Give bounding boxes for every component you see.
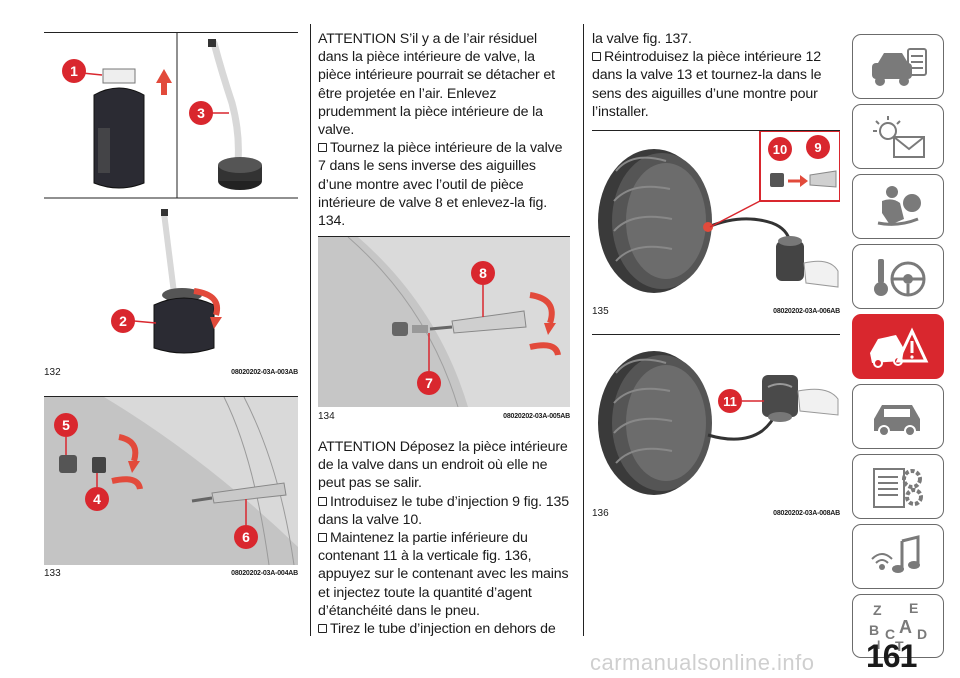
tab-maintenance[interactable] <box>852 384 944 449</box>
car-service-icon <box>874 404 920 437</box>
callout-2: 2 <box>111 309 157 333</box>
figure-132-illustration: 1 3 2 <box>44 33 298 354</box>
figure-code: 08020202-03A-006AB <box>773 308 840 315</box>
watermark: carmanualsonline.info <box>590 650 815 675</box>
figure-136-illustration: 11 <box>598 351 839 495</box>
warning-light-envelope-icon <box>873 115 925 158</box>
step-paragraph-3: Maintenez la partie inférieure du conten… <box>318 530 569 619</box>
warning-paragraph-1: ATTENTION S’il y a de l’air résiduel dan… <box>318 31 555 139</box>
svg-text:3: 3 <box>197 105 205 121</box>
figure-136: 11 <box>592 335 840 503</box>
checkbox-bullet-icon <box>318 624 327 634</box>
figure-132-caption: 132 08020202-03A-003AB <box>44 366 298 380</box>
figure-number: 132 <box>44 367 61 378</box>
callout-10: 10 <box>768 137 792 161</box>
svg-text:5: 5 <box>62 417 70 433</box>
car-dashboard-icon <box>872 47 927 86</box>
callout-6: 6 <box>234 499 258 549</box>
svg-text:E: E <box>909 600 918 616</box>
step-paragraph-5: Réintroduisez la pièce intérieure 12 dan… <box>592 49 822 120</box>
svg-text:11: 11 <box>723 394 737 409</box>
tab-emergency[interactable] <box>852 314 944 379</box>
callout-8: 8 <box>471 261 495 317</box>
figure-number: 134 <box>318 411 335 422</box>
callout-3: 3 <box>189 101 229 125</box>
figure-135: 10 9 <box>592 131 840 301</box>
step-paragraph-2: Introduisez le tube d’injection 9 fig. 1… <box>318 493 569 528</box>
text-column-3: la valve fig. 137. Réintroduisez la pièc… <box>592 30 842 121</box>
alphabetical-index-icon: Z E B A C D I T <box>869 600 927 653</box>
key-steering-wheel-icon <box>874 258 926 296</box>
car-breakdown-warning-icon <box>870 326 929 368</box>
callout-7: 7 <box>417 333 441 395</box>
figure-number: 136 <box>592 508 609 519</box>
checkbox-bullet-icon <box>592 52 601 62</box>
tab-warning-lights[interactable] <box>852 104 944 169</box>
figure-135-illustration: 10 9 <box>598 131 840 293</box>
fig-135-top-rule <box>592 130 840 131</box>
svg-text:I: I <box>877 638 880 652</box>
specifications-gear-icon <box>873 467 923 508</box>
figure-133: 5 4 6 <box>44 397 298 565</box>
warning-paragraph-2: ATTENTION Déposez la pièce intérieure de… <box>318 439 568 492</box>
svg-text:9: 9 <box>814 140 821 155</box>
text-column-2-bottom: ATTENTION Déposez la pièce intérieure de… <box>318 438 570 638</box>
fig-136-top-rule <box>592 334 840 335</box>
svg-text:B: B <box>869 622 879 638</box>
fig-132-top-rule <box>44 32 298 33</box>
checkbox-bullet-icon <box>318 496 327 506</box>
tab-multimedia[interactable] <box>852 524 944 589</box>
svg-text:4: 4 <box>93 491 101 507</box>
column-divider-middle <box>310 24 311 636</box>
callout-9: 9 <box>806 135 830 159</box>
svg-text:8: 8 <box>479 265 487 281</box>
figure-134: 8 7 <box>318 237 570 407</box>
svg-text:A: A <box>899 617 912 637</box>
checkbox-bullet-icon <box>318 533 327 543</box>
figure-132: 1 3 2 <box>44 33 298 363</box>
tab-index[interactable]: Z E B A C D I T <box>852 594 944 658</box>
figure-code: 08020202-03A-005AB <box>503 413 570 420</box>
callout-5: 5 <box>54 413 78 455</box>
tab-starting-driving[interactable] <box>852 244 944 309</box>
safety-airbag-icon <box>877 185 921 226</box>
text-column-2-top: ATTENTION S’il y a de l’air résiduel dan… <box>318 30 570 230</box>
figure-code: 08020202-03A-008AB <box>773 510 840 517</box>
column-divider-right <box>583 24 584 636</box>
svg-text:2: 2 <box>119 313 127 329</box>
svg-text:C: C <box>885 626 895 642</box>
tab-safety[interactable] <box>852 174 944 239</box>
step-paragraph-4-start: Tirez le tube d’injection en dehors de <box>318 620 570 638</box>
multimedia-music-icon <box>871 534 920 573</box>
tab-specifications[interactable] <box>852 454 944 519</box>
page-number: 161 <box>866 638 917 674</box>
checkbox-bullet-icon <box>318 143 327 153</box>
figure-134-caption: 134 08020202-03A-005AB <box>318 410 570 424</box>
callout-11: 11 <box>718 389 764 413</box>
callout-1-label: 1 <box>70 63 78 79</box>
figure-code: 08020202-03A-003AB <box>231 369 298 376</box>
step-paragraph-1: Tournez la pièce intérieure de la valve … <box>318 140 563 230</box>
svg-text:10: 10 <box>773 142 787 157</box>
svg-text:7: 7 <box>425 375 433 391</box>
tab-dashboard[interactable] <box>852 34 944 99</box>
svg-text:Z: Z <box>873 602 882 618</box>
figure-number: 135 <box>592 306 609 317</box>
figure-135-caption: 135 08020202-03A-006AB <box>592 305 840 319</box>
callout-4: 4 <box>85 473 109 511</box>
figure-133-illustration: 5 4 6 <box>44 397 298 565</box>
callout-1: 1 <box>62 59 103 83</box>
svg-text:D: D <box>917 626 927 642</box>
figure-code: 08020202-03A-004AB <box>231 570 298 577</box>
fig-134-top-rule <box>318 236 570 237</box>
figure-136-caption: 136 08020202-03A-008AB <box>592 507 840 521</box>
figure-134-illustration: 8 7 <box>318 237 570 407</box>
figure-number: 133 <box>44 568 61 579</box>
figure-133-caption: 133 08020202-03A-004AB <box>44 567 298 581</box>
svg-text:6: 6 <box>242 529 250 545</box>
fig-133-top-rule <box>44 396 298 397</box>
step-paragraph-4-end: la valve fig. 137. <box>592 31 692 47</box>
svg-text:T: T <box>895 638 904 653</box>
